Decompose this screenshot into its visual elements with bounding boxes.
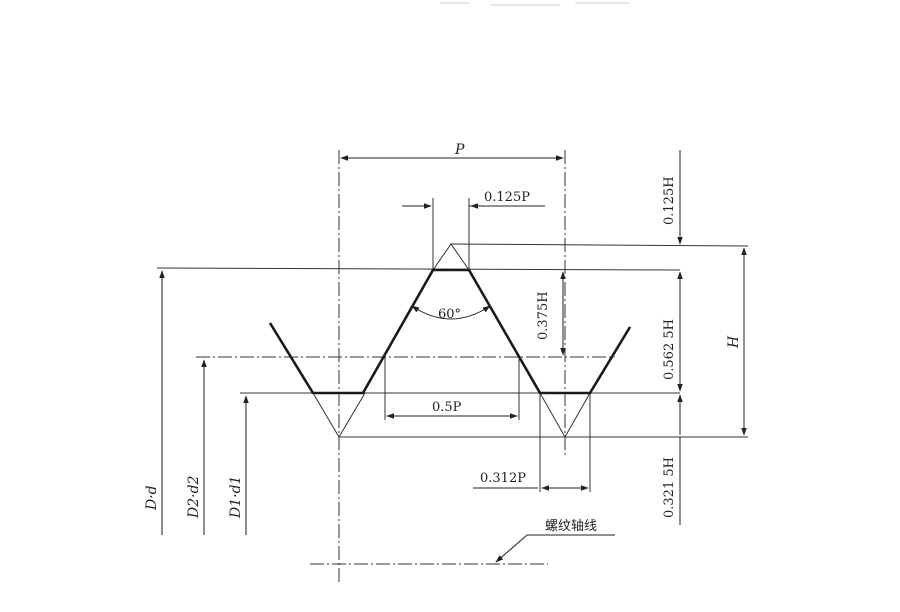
minor-diameter-label: D1·d1 xyxy=(228,476,244,519)
thread-axis-label: 螺纹轴线 xyxy=(545,519,597,534)
axis-leader xyxy=(495,534,615,563)
thread-profile xyxy=(268,268,632,395)
fundamental-triangle xyxy=(312,243,591,439)
scan-artifacts xyxy=(440,2,630,6)
major-diameter-line xyxy=(156,267,681,271)
apex-line xyxy=(450,243,749,247)
centerlines xyxy=(196,150,615,582)
angle-label: 60° xyxy=(438,307,461,322)
upper-depth-label: 0.375H xyxy=(536,291,551,340)
pitch-label: P xyxy=(454,142,465,158)
mid-depth-label: 0.562 5H xyxy=(662,319,677,380)
lower-depth-label: 0.321 5H xyxy=(662,457,677,518)
root-flat-label: 0.312P xyxy=(480,471,526,486)
pitch-diameter-label: D2·d2 xyxy=(186,475,202,519)
angle-arc xyxy=(411,305,491,320)
height-label: H xyxy=(726,335,742,349)
diameter-dimensions xyxy=(159,270,249,535)
major-diameter-label: D·d xyxy=(144,485,160,511)
crest-flat-label: 0.125P xyxy=(484,190,530,205)
top-trunc-label: 0.125H xyxy=(662,176,677,225)
half-pitch-label: 0.5P xyxy=(432,400,462,415)
